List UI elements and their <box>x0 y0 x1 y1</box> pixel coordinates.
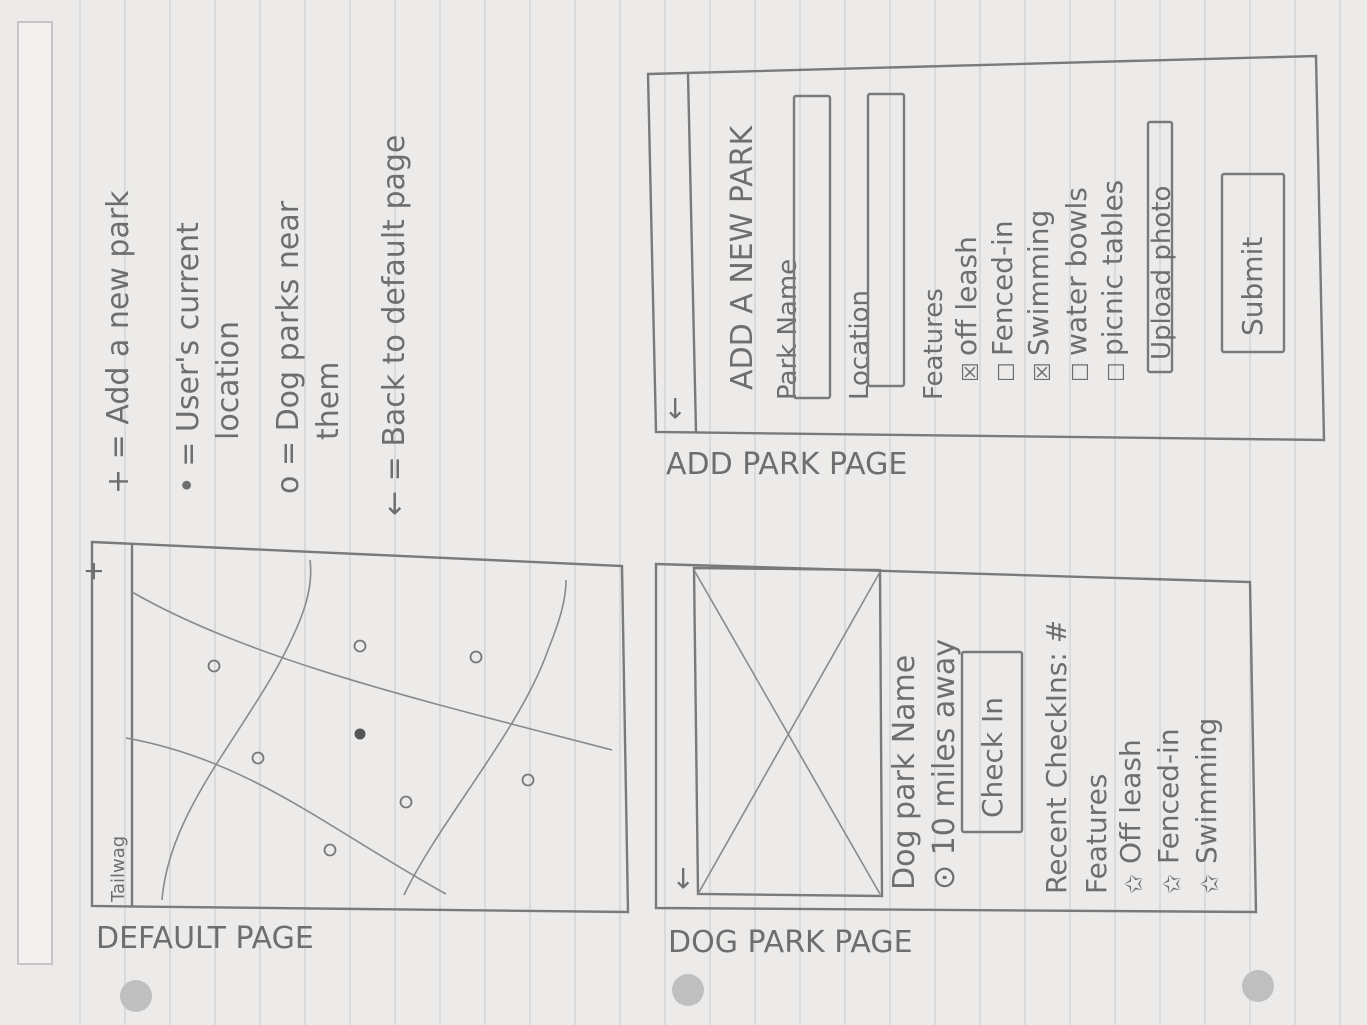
legend-user-location-2: location <box>211 321 246 440</box>
ruled-lines <box>79 0 1341 1025</box>
legend-user-location: • = User's current <box>171 222 206 494</box>
park-distance: ⊙ 10 miles away <box>927 639 962 890</box>
feature-fenced-in-label: Fenced-in <box>986 220 1019 356</box>
submit-label: Submit <box>1236 237 1269 336</box>
upload-photo-button[interactable] <box>1146 120 1174 374</box>
location-input[interactable] <box>866 92 906 388</box>
feature-checkbox-checked[interactable]: ☒ <box>1031 362 1056 382</box>
park-marker-icon[interactable] <box>251 751 265 765</box>
feature-off-leash-label: off leash <box>950 236 983 356</box>
check-in-button[interactable] <box>960 650 1024 834</box>
park-marker-icon[interactable] <box>399 795 413 809</box>
dog-park-page-sketch: ← Dog park Name ⊙ 10 miles away Check In… <box>654 562 1258 914</box>
back-arrow-icon[interactable]: ← <box>658 397 691 420</box>
features-label: Features <box>1080 774 1113 894</box>
park-marker-icon[interactable] <box>521 773 535 787</box>
legend-parks-2: them <box>311 362 346 440</box>
feature-picnic-tables-label: picnic tables <box>1096 180 1129 356</box>
feature-water-bowls-label: water bowls <box>1060 187 1093 356</box>
feature-checkbox[interactable]: ☐ <box>1105 362 1130 382</box>
feature-checkbox-checked[interactable]: ☒ <box>959 362 984 382</box>
user-location-icon <box>354 728 366 740</box>
app-title: Tailwag <box>108 836 129 903</box>
park-marker-icon[interactable] <box>469 650 483 664</box>
feature-star-icon: ✩ <box>1196 874 1224 894</box>
check-in-label: Check In <box>976 697 1009 818</box>
legend-add: + = Add a new park <box>101 190 136 494</box>
map-road <box>125 737 447 895</box>
legend-back: ← = Back to default page <box>377 135 412 516</box>
add-park-title: ADD A NEW PARK <box>725 125 760 390</box>
recent-checkins: Recent CheckIns: # <box>1040 620 1073 894</box>
add-park-page-caption: ADD PARK PAGE <box>666 447 907 482</box>
add-park-page-sketch: ← ADD A NEW PARK Park Name Location Feat… <box>646 54 1326 442</box>
add-park-icon[interactable]: + <box>79 560 109 582</box>
punch-hole <box>672 974 704 1006</box>
punch-hole <box>1242 970 1274 1002</box>
feature-swimming: Swimming <box>1190 718 1223 864</box>
feature-star-icon: ✩ <box>1158 874 1186 894</box>
park-markers <box>207 639 535 857</box>
submit-button[interactable] <box>1220 172 1286 354</box>
map-road <box>131 591 613 751</box>
back-arrow-icon[interactable]: ← <box>666 867 699 890</box>
punch-hole <box>120 980 152 1012</box>
feature-checkbox[interactable]: ☐ <box>1069 362 1094 382</box>
park-name: Dog park Name <box>887 655 922 890</box>
default-page-sketch: Tailwag + <box>79 540 630 914</box>
photo-placeholder <box>692 566 884 898</box>
feature-fenced-in: Fenced-in <box>1152 728 1185 864</box>
feature-star-icon: ✩ <box>1120 874 1148 894</box>
park-marker-icon[interactable] <box>353 639 367 653</box>
location-label: Location <box>845 290 875 400</box>
park-name-label: Park Name <box>773 259 803 400</box>
legend: + = Add a new park • = User's current lo… <box>101 135 412 516</box>
map-road <box>161 559 312 901</box>
default-page-caption: DEFAULT PAGE <box>96 921 314 956</box>
park-marker-icon[interactable] <box>207 659 221 673</box>
feature-swimming-label: Swimming <box>1022 210 1055 356</box>
feature-checkbox[interactable]: ☐ <box>995 362 1020 382</box>
upload-photo-label: Upload photo <box>1147 186 1177 360</box>
margin-strip <box>17 21 53 965</box>
feature-off-leash: Off leash <box>1114 739 1147 864</box>
dog-park-page-caption: DOG PARK PAGE <box>668 925 913 960</box>
map-road <box>403 579 567 896</box>
park-name-input[interactable] <box>792 94 832 400</box>
park-marker-icon[interactable] <box>323 843 337 857</box>
features-label: Features <box>919 288 949 400</box>
legend-parks: o = Dog parks near <box>271 200 306 494</box>
